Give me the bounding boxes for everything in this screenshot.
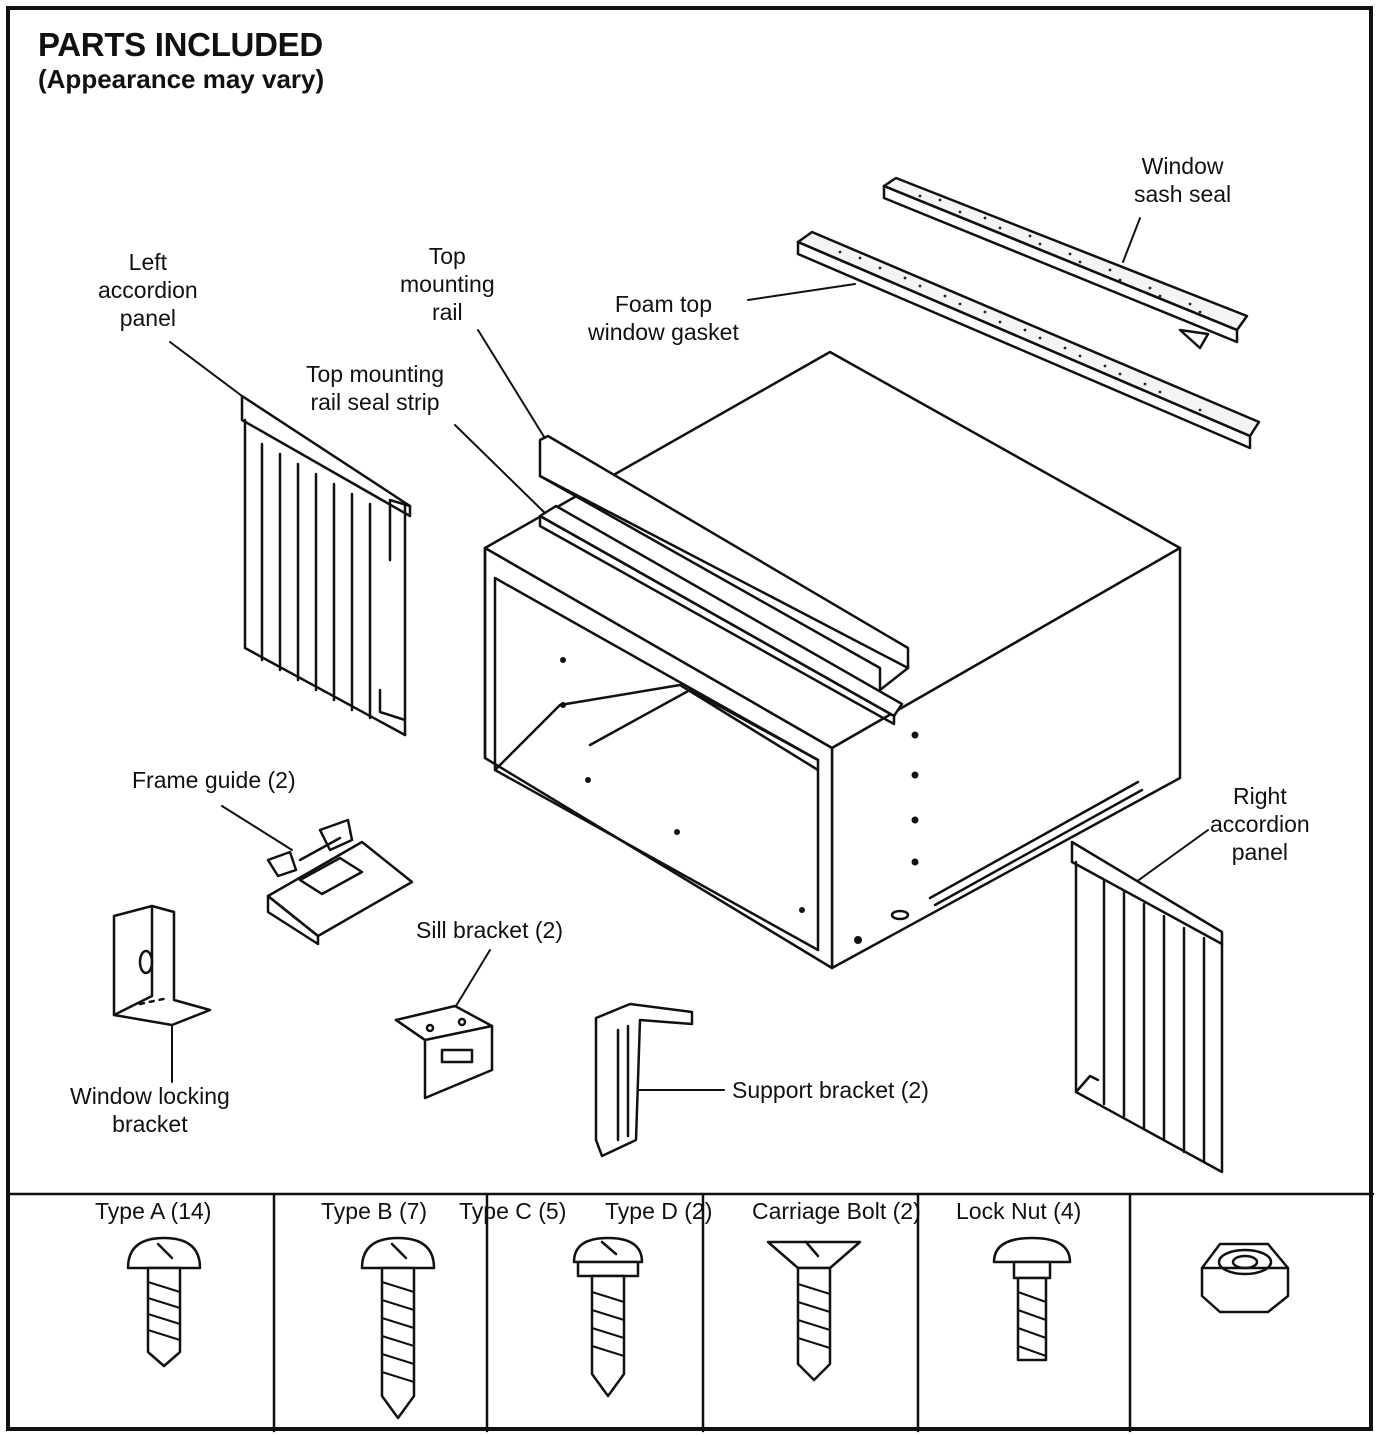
carriage-bolt-icon [992,1236,1072,1362]
page-subtitle: (Appearance may vary) [38,64,325,94]
cabinet-sleeve [483,350,1182,970]
window-sash-seal [882,176,1249,350]
right-accordion-panel [1070,840,1224,1174]
left-accordion-panel [240,394,412,737]
label-hardware-lock-nut: Lock Nut (4) [956,1198,1082,1224]
frame-guide [266,818,414,946]
flat-head-screw-icon [766,1240,862,1382]
label-frame-guide: Frame guide (2) [132,767,296,793]
label-hardware-carriage-bolt: Carriage Bolt (2) [752,1198,921,1224]
long-pan-head-screw-icon [360,1236,436,1420]
pan-head-screw-icon [126,1236,202,1368]
label-hardware-type-d: Type D (2) [605,1198,713,1224]
leader-lines [169,217,1209,1091]
page-title: PARTS INCLUDED [38,26,323,63]
diagram-frame [6,6,1373,1431]
label-hardware-type-c: Type C (5) [459,1198,567,1224]
foam-top-window-gasket [796,230,1261,450]
label-sill-bracket: Sill bracket (2) [416,917,563,943]
lock-nut-icon [1200,1242,1290,1314]
label-hardware-type-a: Type A (14) [95,1198,212,1224]
label-hardware-type-b: Type B (7) [321,1198,428,1224]
top-mounting-rail-seal-strip [538,504,904,726]
top-mounting-rail [538,434,910,692]
washer-head-screw-icon [572,1236,644,1398]
support-bracket [594,1002,694,1158]
sill-bracket [394,1004,494,1100]
label-support-bracket: Support bracket (2) [732,1077,929,1103]
hardware-grid [8,1192,1375,1433]
window-locking-bracket [112,904,212,1027]
